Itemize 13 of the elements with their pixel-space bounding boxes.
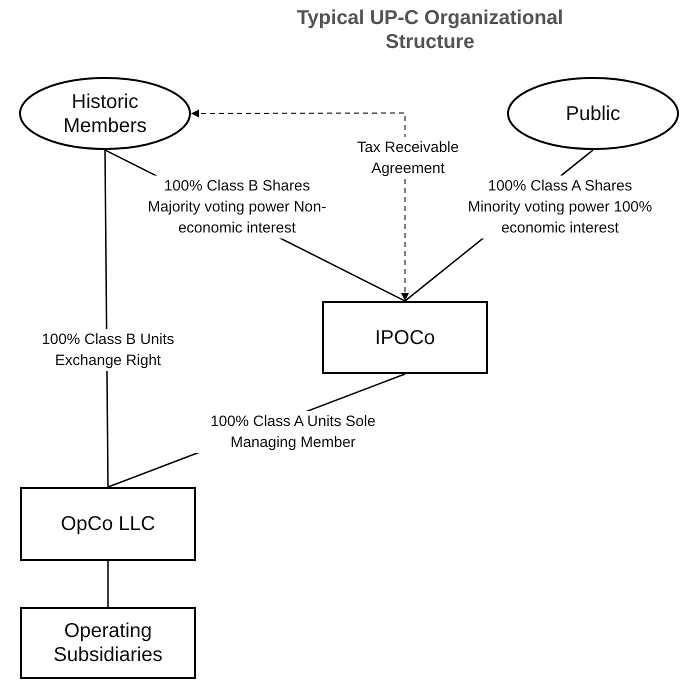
connector-line: [107, 561, 109, 607]
entity-name: Public: [564, 102, 622, 126]
entity-name: Historic Members: [62, 90, 148, 138]
entity-box: [20, 487, 196, 561]
diagram-title: Typical UP-C Organizational Structure: [296, 6, 564, 54]
entity-box: [20, 607, 196, 679]
entity-box: [322, 301, 488, 374]
entity-name: IPOCo: [374, 326, 436, 350]
entity-ellipse: [507, 77, 679, 150]
arrow: [190, 109, 409, 302]
entity-name: OpCo LLC: [60, 512, 156, 536]
entity-name: Operating Subsidiaries: [52, 619, 164, 667]
entity-ellipse: [19, 77, 191, 150]
